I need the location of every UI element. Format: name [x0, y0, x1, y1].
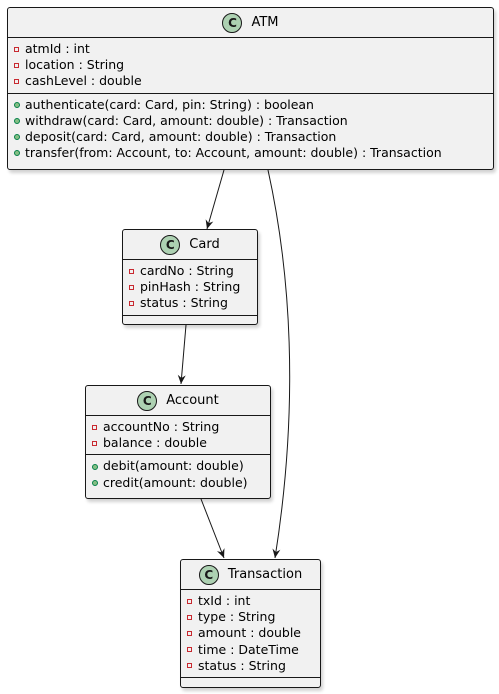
class-card-name: Card [189, 237, 220, 252]
method: withdraw(card: Card, amount: double) : T… [14, 113, 487, 129]
private-visibility-icon [92, 440, 97, 446]
method: credit(amount: double) [92, 475, 264, 491]
method: transfer(from: Account, to: Account, amo… [14, 145, 487, 161]
private-visibility-icon [129, 284, 134, 290]
attribute: time : DateTime [187, 642, 314, 658]
class-transaction-header: C Transaction [181, 560, 320, 590]
class-transaction-attributes: txId : int type : String amount : double… [181, 590, 320, 679]
private-visibility-icon [187, 663, 192, 669]
method: deposit(card: Card, amount: double) : Tr… [14, 129, 487, 145]
private-visibility-icon [14, 79, 19, 84]
attribute: type : String [187, 609, 314, 625]
class-transaction[interactable]: C Transaction txId : int type : String a… [180, 559, 321, 688]
public-visibility-icon [14, 134, 20, 141]
public-visibility-icon [14, 117, 20, 124]
public-visibility-icon [92, 463, 98, 470]
private-visibility-icon [14, 62, 19, 68]
class-card-header: C Card [123, 230, 257, 260]
method: authenticate(card: Card, pin: String) : … [14, 97, 487, 113]
class-card-methods [123, 316, 257, 324]
class-account-name: Account [166, 393, 219, 408]
class-card-attributes: cardNo : String pinHash : String status … [123, 260, 257, 316]
class-atm-attributes: atmId : int location : String cashLevel … [8, 38, 493, 94]
private-visibility-icon [187, 614, 192, 620]
private-visibility-icon [187, 598, 192, 604]
attribute: cardNo : String [129, 263, 251, 279]
attribute: cashLevel : double [14, 73, 487, 89]
class-account-methods: debit(amount: double) credit(amount: dou… [86, 455, 270, 493]
class-card[interactable]: C Card cardNo : String pinHash : String … [122, 229, 258, 325]
class-atm-methods: authenticate(card: Card, pin: String) : … [8, 94, 493, 165]
attribute: amount : double [187, 625, 314, 641]
attribute: status : String [129, 295, 251, 311]
class-account[interactable]: C Account accountNo : String balance : d… [85, 385, 271, 499]
private-visibility-icon [129, 268, 134, 274]
class-account-attributes: accountNo : String balance : double [86, 416, 270, 456]
attribute: pinHash : String [129, 279, 251, 295]
private-visibility-icon [187, 631, 192, 636]
relation-atm-transaction [267, 169, 291, 559]
class-c-icon: C [198, 564, 219, 585]
class-atm[interactable]: C ATM atmId : int location : String cash… [7, 7, 494, 170]
relation-account-transaction [200, 498, 225, 559]
class-transaction-methods [181, 678, 320, 686]
private-visibility-icon [129, 301, 134, 306]
relation-card-account [177, 324, 187, 385]
method: debit(amount: double) [92, 458, 264, 474]
class-c-icon: C [222, 12, 243, 33]
class-transaction-name: Transaction [227, 567, 303, 582]
public-visibility-icon [14, 101, 20, 108]
public-visibility-icon [92, 479, 98, 486]
relation-atm-card [205, 169, 225, 230]
attribute: txId : int [187, 593, 314, 609]
private-visibility-icon [187, 647, 192, 653]
private-visibility-icon [14, 46, 19, 52]
class-c-icon: C [137, 390, 158, 411]
attribute: status : String [187, 658, 314, 674]
class-account-header: C Account [86, 386, 270, 416]
private-visibility-icon [92, 424, 97, 430]
attribute: balance : double [92, 435, 264, 451]
public-visibility-icon [14, 150, 20, 157]
class-c-icon: C [160, 234, 181, 255]
class-atm-name: ATM [251, 15, 279, 30]
attribute: atmId : int [14, 41, 487, 57]
class-atm-header: C ATM [8, 8, 493, 38]
attribute: location : String [14, 57, 487, 73]
attribute: accountNo : String [92, 419, 264, 435]
